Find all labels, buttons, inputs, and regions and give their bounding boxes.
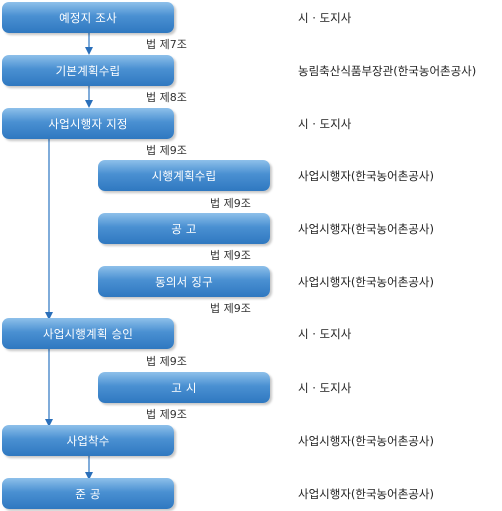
owner-label-8: 시 · 도지사 (298, 381, 352, 395)
step-site-survey: 예정지 조사 (2, 2, 174, 33)
owner-label-4: 사업시행자(한국농어촌공사) (298, 169, 434, 183)
owner-label-2: 농림축산식품부장관(한국농어촌공사) (298, 64, 477, 78)
step-plan-approval: 사업시행계획 승인 (2, 318, 174, 349)
law-label-5: 법 제9조 (210, 249, 251, 262)
step-operator-designation: 사업시행자 지정 (2, 108, 174, 139)
step-completion: 준 공 (2, 478, 174, 509)
law-label-6: 법 제9조 (210, 302, 251, 315)
law-label-2: 법 제8조 (146, 91, 187, 104)
step-basic-plan: 기본계획수립 (2, 55, 174, 86)
owner-label-1: 시 · 도지사 (298, 11, 352, 25)
step-public-notice: 고 시 (98, 372, 270, 403)
owner-label-3: 시 · 도지사 (298, 117, 352, 131)
owner-label-7: 시 · 도지사 (298, 327, 352, 341)
owner-label-9: 사업시행자(한국농어촌공사) (298, 434, 434, 448)
owner-label-5: 사업시행자(한국농어촌공사) (298, 222, 434, 236)
law-label-1: 법 제7조 (146, 38, 187, 51)
law-label-7: 법 제9조 (146, 355, 187, 368)
owner-label-6: 사업시행자(한국농어촌공사) (298, 275, 434, 289)
law-label-8: 법 제9조 (146, 408, 187, 421)
step-consent-collection: 동의서 징구 (98, 266, 270, 297)
step-implementation-plan: 시행계획수립 (98, 160, 270, 191)
law-label-3: 법 제9조 (146, 144, 187, 157)
step-commencement: 사업착수 (2, 425, 174, 456)
law-label-4: 법 제9조 (210, 197, 251, 210)
step-announcement: 공 고 (98, 213, 270, 244)
owner-label-10: 사업시행자(한국농어촌공사) (298, 487, 434, 501)
